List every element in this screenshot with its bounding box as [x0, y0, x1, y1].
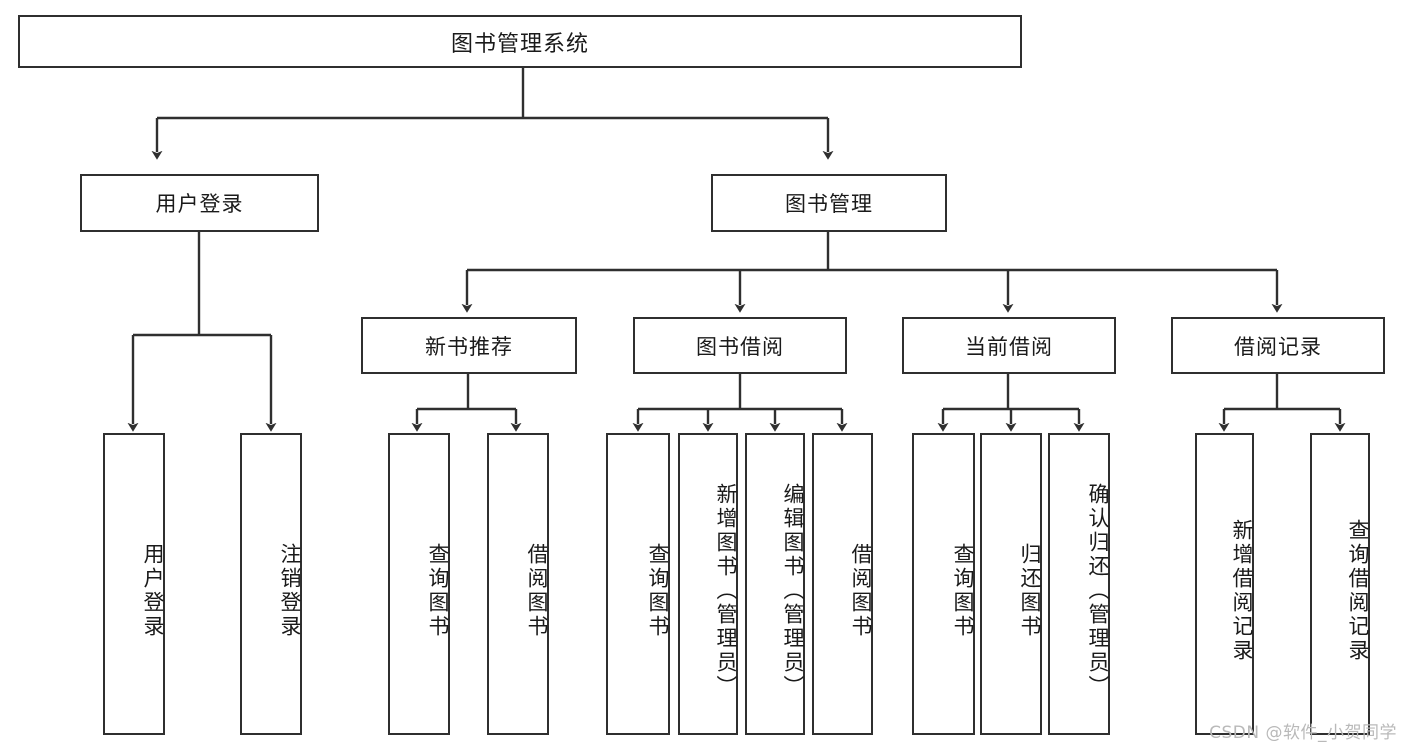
leaf-current-confirm-return-admin[interactable]: 确认归还（管理员）	[1048, 433, 1110, 735]
node-book-management[interactable]: 图书管理	[711, 174, 947, 232]
node-label: 查询图书	[951, 543, 975, 639]
node-root-system[interactable]: 图书管理系统	[18, 15, 1022, 68]
node-label: 新增借阅记录	[1230, 519, 1254, 663]
csdn-watermark: CSDN @软件_小贺同学	[1209, 723, 1397, 743]
leaf-current-return-book[interactable]: 归还图书	[980, 433, 1042, 735]
leaf-current-query-book[interactable]: 查询图书	[912, 433, 975, 735]
leaf-borrow-edit-book-admin[interactable]: 编辑图书（管理员）	[745, 433, 805, 735]
node-label: 确认归还（管理员）	[1086, 483, 1110, 699]
node-label: 用户登录	[141, 543, 165, 639]
leaf-borrow-borrow-book[interactable]: 借阅图书	[812, 433, 873, 735]
node-book-borrow[interactable]: 图书借阅	[633, 317, 847, 374]
node-label: 编辑图书（管理员）	[781, 483, 805, 699]
node-label: 借阅记录	[1234, 334, 1322, 359]
leaf-borrow-add-book-admin[interactable]: 新增图书（管理员）	[678, 433, 738, 735]
node-new-book-recommend[interactable]: 新书推荐	[361, 317, 577, 374]
node-label: 查询借阅记录	[1346, 519, 1370, 663]
leaf-new-book-borrow[interactable]: 借阅图书	[487, 433, 549, 735]
leaf-new-book-query[interactable]: 查询图书	[388, 433, 450, 735]
node-borrow-record[interactable]: 借阅记录	[1171, 317, 1385, 374]
node-label: 借阅图书	[849, 543, 873, 639]
node-label: 图书借阅	[696, 334, 784, 359]
leaf-borrow-query-book[interactable]: 查询图书	[606, 433, 670, 735]
node-user-login[interactable]: 用户登录	[80, 174, 319, 232]
node-label: 借阅图书	[525, 543, 549, 639]
node-current-borrow[interactable]: 当前借阅	[902, 317, 1116, 374]
leaf-user-login-signin[interactable]: 用户登录	[103, 433, 165, 735]
node-label: 用户登录	[155, 192, 244, 216]
leaf-record-add[interactable]: 新增借阅记录	[1195, 433, 1254, 735]
node-label: 查询图书	[426, 543, 450, 639]
node-label: 归还图书	[1018, 543, 1042, 639]
node-label: 图书管理系统	[450, 31, 589, 57]
leaf-user-login-signout[interactable]: 注销登录	[240, 433, 302, 735]
node-label: 新书推荐	[425, 334, 513, 359]
node-label: 查询图书	[646, 543, 670, 639]
node-label: 注销登录	[278, 543, 302, 639]
node-label: 图书管理	[785, 192, 873, 216]
node-label: 当前借阅	[965, 334, 1053, 359]
leaf-record-query[interactable]: 查询借阅记录	[1310, 433, 1370, 735]
node-label: 新增图书（管理员）	[714, 483, 738, 699]
